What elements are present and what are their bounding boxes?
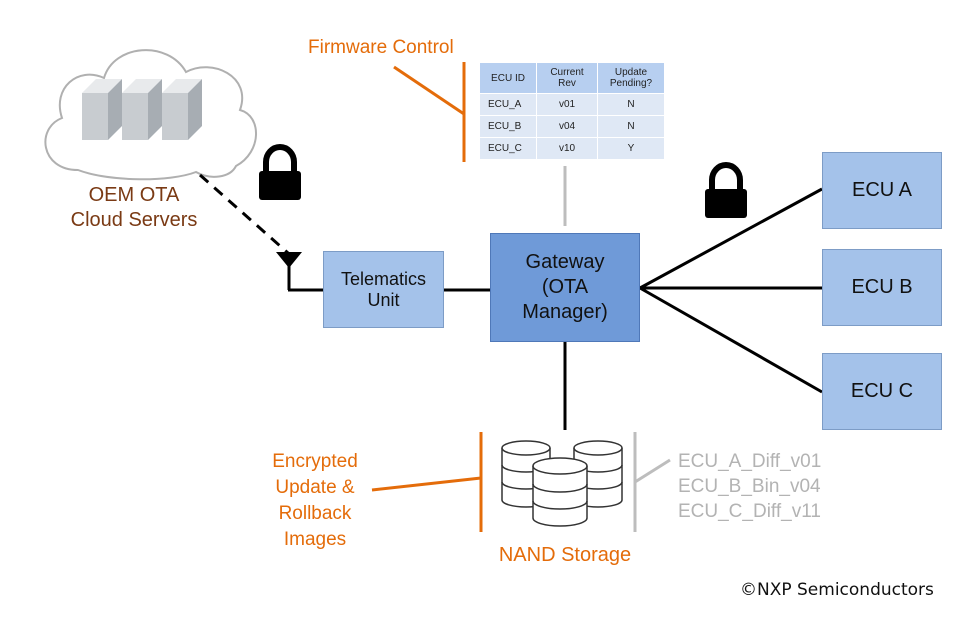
ecu-b-box: ECU B — [822, 249, 942, 326]
column-header: Update Pending? — [597, 62, 665, 94]
column-header: ECU ID — [479, 62, 537, 94]
table-row: ECU_A v01 N — [479, 93, 665, 116]
cloud-icon — [44, 49, 257, 181]
table-cell: v01 — [536, 93, 598, 116]
storage-file-item: ECU_B_Bin_v04 — [678, 476, 821, 497]
cloud-servers-label: OEM OTA Cloud Servers — [70, 184, 198, 231]
firmware-control-label: Firmware Control — [308, 37, 454, 58]
storage-file-item: ECU_A_Diff_v01 — [678, 451, 822, 472]
table-cell: ECU_A — [479, 93, 537, 116]
wireless-link — [199, 173, 289, 255]
encrypted-images-bracket — [371, 432, 483, 532]
table-row: ECU_C v10 Y — [479, 137, 665, 160]
padlock-icon — [705, 162, 747, 218]
encrypted-images-label: Encrypted Update & Rollback Images — [272, 451, 358, 550]
table-cell: ECU_C — [479, 137, 537, 160]
gateway-box: Gateway (OTA Manager) — [490, 233, 640, 342]
table-cell: v10 — [536, 137, 598, 160]
database-icon — [501, 440, 623, 527]
storage-files-bracket — [633, 432, 671, 532]
gateway-ecu-a-link — [639, 187, 823, 290]
table-header-row: ECU ID Current Rev Update Pending? — [479, 62, 665, 94]
storage-file-item: ECU_C_Diff_v11 — [678, 501, 821, 522]
server-rack-icon — [82, 79, 202, 140]
table-cell: Y — [597, 137, 665, 160]
table-cell: ECU_B — [479, 115, 537, 138]
column-header: Current Rev — [536, 62, 598, 94]
table-cell: N — [597, 93, 665, 116]
ecu-c-box: ECU C — [822, 353, 942, 430]
gateway-ecu-c-link — [639, 286, 823, 394]
ecu-a-box: ECU A — [822, 152, 942, 229]
firmware-control-bracket — [393, 62, 466, 162]
firmware-table: ECU ID Current Rev Update Pending? ECU_A… — [479, 62, 665, 160]
table-cell: N — [597, 115, 665, 138]
telematics-unit-box: Telematics Unit — [323, 251, 444, 328]
copyright-text: ©NXP Semiconductors — [740, 580, 934, 600]
nand-storage-label: NAND Storage — [498, 544, 632, 566]
padlock-icon — [259, 144, 301, 200]
antenna-icon — [276, 252, 323, 292]
table-cell: v04 — [536, 115, 598, 138]
table-row: ECU_B v04 N — [479, 115, 665, 138]
